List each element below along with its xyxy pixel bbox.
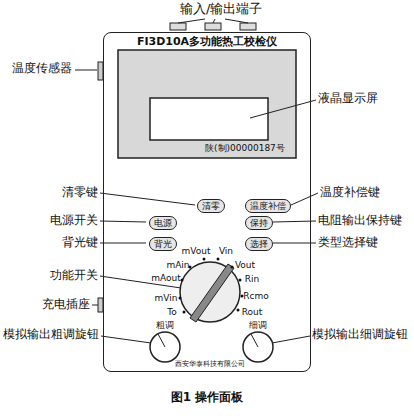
callout-label: 功能开关 bbox=[50, 269, 98, 283]
figure-caption: 图1 操作面板 bbox=[171, 391, 244, 405]
panel-marking: 粗调 bbox=[156, 320, 174, 330]
callout-label: 背光键 bbox=[62, 236, 98, 250]
panel-button: 选择 bbox=[245, 237, 273, 251]
callout-label: 模拟输出粗调旋钮 bbox=[3, 328, 99, 342]
terminal bbox=[205, 23, 221, 30]
panel-marking: Rin bbox=[245, 274, 259, 284]
panel-button: 保持 bbox=[245, 216, 273, 230]
knob-pointer bbox=[251, 334, 258, 347]
knob-pointer bbox=[158, 334, 165, 347]
device-title: FI3D10A多功能热工校检仪 bbox=[104, 36, 310, 49]
terminal bbox=[170, 23, 186, 30]
device-body: FI3D10A多功能热工校检仪清零 温度补偿电源 保持背光 选择 bbox=[103, 32, 311, 372]
button-label: 选择 bbox=[250, 239, 268, 249]
panel-marking: To bbox=[167, 307, 176, 317]
button-label: 温度补偿 bbox=[250, 201, 286, 211]
callout-label: 输入/输出端子 bbox=[180, 2, 262, 17]
function-dial bbox=[180, 262, 240, 322]
callout-label: 温度传感器 bbox=[12, 62, 72, 76]
panel-button: 清零 bbox=[197, 199, 225, 213]
callout-label: 陕(制)00000187号 bbox=[205, 143, 285, 153]
callout-label: 温度补偿键 bbox=[320, 186, 380, 200]
button-label: 电源 bbox=[154, 218, 172, 228]
dial-pointer bbox=[190, 264, 234, 322]
panel-marking: Rout bbox=[242, 307, 263, 317]
fine-knob bbox=[243, 332, 273, 362]
panel-marking: mAout bbox=[151, 273, 181, 283]
panel-marking: Rcmo bbox=[243, 291, 268, 301]
terminal bbox=[240, 23, 256, 30]
panel-marking: 细调 bbox=[249, 320, 267, 330]
leader-lines bbox=[75, 19, 318, 343]
panel-marking: Vout bbox=[235, 260, 255, 270]
panel-marking: mAin bbox=[166, 260, 189, 270]
panel-button: 温度补偿 bbox=[245, 199, 291, 213]
panel-marking: Vin bbox=[219, 246, 233, 256]
coarse-knob bbox=[150, 332, 180, 362]
callout-label: 充电插座 bbox=[42, 298, 90, 312]
callout-label: 模拟输出细调旋钮 bbox=[312, 328, 408, 342]
callout-label: 电源开关 bbox=[50, 214, 98, 228]
maker-text: 西安华泰科技有限公司 bbox=[175, 360, 245, 368]
callout-label: 类型选择键 bbox=[318, 236, 378, 250]
button-label: 清零 bbox=[202, 201, 220, 211]
panel-marking: mVin bbox=[155, 293, 178, 303]
callout-label: 电阻输出保持键 bbox=[318, 214, 402, 228]
lcd-screen bbox=[150, 98, 268, 140]
callout-label: 液晶显示屏 bbox=[318, 92, 378, 106]
callout-label: 清零键 bbox=[62, 186, 98, 200]
screen-frame bbox=[118, 50, 296, 158]
panel-marking: mVout bbox=[182, 246, 211, 256]
button-label: 保持 bbox=[250, 218, 268, 228]
panel-button: 电源 bbox=[149, 216, 177, 230]
button-label: 背光 bbox=[154, 239, 172, 249]
panel-button: 背光 bbox=[149, 237, 177, 251]
